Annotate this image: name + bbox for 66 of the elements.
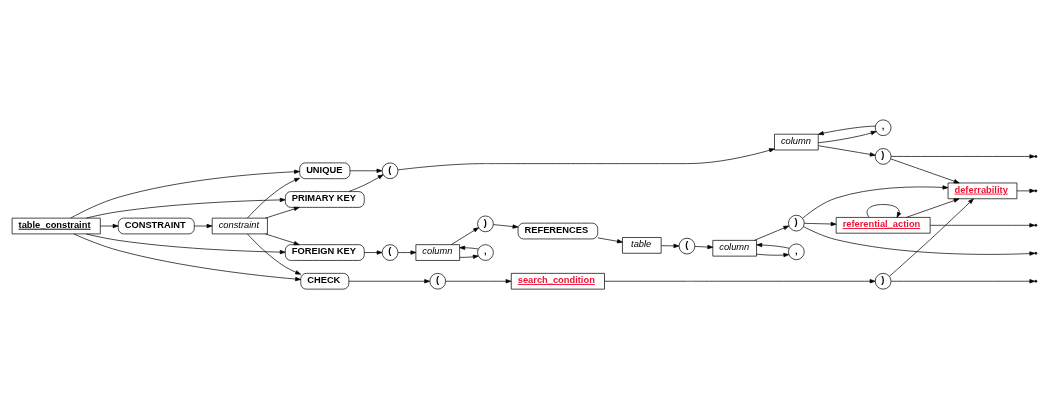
node-circle: ,	[788, 243, 805, 260]
node-circle: )	[477, 215, 494, 232]
arrow	[754, 225, 790, 241]
arrow	[803, 225, 1036, 256]
node-box: deferrability	[947, 182, 1018, 199]
arrow	[70, 169, 300, 218]
arrow	[397, 147, 775, 170]
arrow	[493, 223, 519, 229]
arrow	[445, 278, 512, 283]
arrow	[349, 168, 383, 173]
arrow	[86, 197, 286, 218]
node-box: referential_action	[835, 216, 931, 234]
arrow	[348, 173, 384, 192]
arrow	[756, 242, 790, 249]
arrow	[604, 278, 876, 283]
arrow	[265, 206, 300, 218]
arrow	[348, 278, 431, 283]
arrow	[905, 198, 960, 218]
arrow	[86, 233, 286, 254]
arrow	[363, 249, 383, 255]
arrow	[451, 226, 479, 245]
node-circle: ,	[874, 119, 892, 136]
node-box: PRIMARY KEY	[285, 190, 365, 208]
node-circle: )	[874, 147, 892, 165]
node-box: search_condition	[510, 272, 605, 289]
arrow	[889, 198, 974, 277]
arrow	[818, 130, 877, 143]
arrow	[756, 252, 790, 257]
node-box: column	[774, 133, 819, 150]
arrow	[459, 245, 479, 250]
arrow	[929, 222, 1036, 227]
node-box: CHECK	[300, 272, 350, 289]
arrow	[890, 158, 960, 183]
arrow	[804, 221, 837, 226]
arrow	[890, 153, 1036, 159]
node-circle: (	[678, 237, 696, 254]
arrow	[100, 223, 119, 228]
arrow	[247, 177, 300, 218]
arrow	[818, 144, 876, 156]
arrow	[194, 223, 213, 228]
arrow	[802, 184, 949, 219]
arrow	[660, 243, 680, 248]
arrow	[247, 233, 302, 275]
arrow	[818, 125, 876, 135]
node-box: REFERENCES	[517, 222, 599, 239]
node-box: table_constraint	[11, 217, 101, 234]
node-circle: (	[429, 272, 446, 289]
arrow	[866, 203, 902, 218]
arrow	[265, 233, 300, 245]
arrow	[459, 254, 479, 259]
arrow	[397, 249, 417, 255]
arrow	[597, 237, 623, 243]
node-box: column	[712, 239, 757, 256]
arrow	[694, 244, 714, 249]
node-box: CONSTRAINT	[117, 217, 195, 234]
node-circle: )	[788, 214, 805, 231]
arrow	[73, 233, 301, 281]
node-box: table	[622, 236, 662, 254]
node-circle: (	[381, 162, 399, 179]
node-box: UNIQUE	[299, 162, 351, 179]
node-box: column	[415, 243, 460, 261]
node-box: FOREIGN KEY	[285, 243, 365, 261]
node-circle: ,	[477, 243, 494, 261]
node-circle: (	[381, 243, 399, 261]
node-box: constraint	[211, 217, 268, 234]
node-circle: )	[874, 272, 892, 289]
